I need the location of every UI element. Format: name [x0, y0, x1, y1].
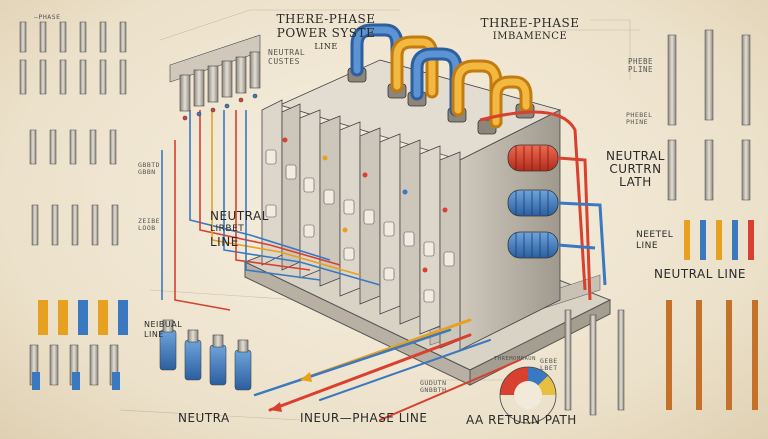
left-wires: [161, 110, 381, 311]
label-left-note-1-l1: GBBTD: [138, 161, 161, 169]
label-phase-top-left: —PHASE: [34, 13, 61, 21]
label-right-note-l1: PHEBEL: [626, 111, 653, 119]
return-lines: [253, 318, 521, 421]
label-neutral-custes-l1: NEUTRAL: [268, 48, 306, 57]
label-neibual-l1: NEIBUAL: [144, 320, 183, 329]
label-ineur-phase-line: INEUR—PHASE LINE: [300, 411, 428, 425]
label-neutral-current-l1: NEUTRAL: [606, 149, 665, 163]
insulator-rack-top: [169, 34, 261, 121]
right-insulators: [564, 29, 758, 416]
label-return-path: AA RETURN PATH: [466, 413, 577, 427]
label-meter-caption: THREMOMBAUN: [494, 356, 536, 362]
label-imbalance-l2: IMBAMENCE: [492, 31, 568, 42]
insulator-row-bottom: [159, 319, 252, 391]
label-gebe-l1: GEBE: [540, 357, 558, 365]
label-gebe: GEBE LBET: [540, 358, 558, 372]
label-guduth-l2: GNBBTH: [420, 386, 447, 394]
label-imbalance: THREE-PHASE IMBAMENCE: [470, 16, 590, 44]
pie-meter-icon: [499, 366, 557, 424]
label-left-note-1-l2: GBBN: [138, 168, 156, 176]
label-neibual-l2: LINE: [144, 330, 164, 339]
label-left-note-2-l2: LOOB: [138, 224, 156, 232]
label-neibual: NEIBUAL LINE: [144, 320, 182, 340]
label-guduth: GUDUTN GNBBTH: [420, 380, 446, 394]
label-neutral-current: NEUTRAL CURTRN LATH: [606, 150, 665, 189]
label-right-note-l2: PHINE: [626, 118, 649, 126]
label-neutra-bottom: NEUTRA: [178, 411, 230, 425]
label-neutral-current-l3: LATH: [619, 175, 652, 189]
switchgear-block: [261, 59, 562, 351]
label-neutral-custes-l2: CUSTES: [268, 57, 300, 66]
left-insulator-grid: [19, 21, 128, 390]
label-neetel-l1: NEETEL: [636, 230, 674, 240]
label-phebe-l1: PHEBE: [628, 57, 654, 66]
label-neetel-l2: LINE: [636, 241, 659, 251]
label-power-system-l3: LINE: [314, 42, 338, 51]
label-neutral-line-right: NEUTRAL LINE: [654, 267, 747, 281]
label-phebe-l2: PLINE: [628, 65, 654, 74]
label-gebe-l2: LBET: [540, 364, 558, 372]
label-guduth-l1: GUDUTN: [420, 379, 447, 387]
label-left-note-2: ZEIBE LOOB: [138, 218, 160, 232]
label-right-note: PHEBEL PHINE: [626, 112, 652, 126]
right-wires: [479, 110, 607, 301]
label-left-note-1: GBBTD GBBN: [138, 162, 160, 176]
label-neetel: NEETEL LINE: [636, 230, 673, 252]
label-neutral-lirbet-l1: NEUTRAL: [210, 209, 269, 223]
label-power-system: THERE-PHASE POWER SYSTE LINE: [276, 12, 376, 54]
label-neutral-lirbet-l3: LINE: [210, 235, 239, 249]
label-neutral-custes: NEUTRAL CUSTES: [268, 48, 305, 66]
label-left-note-2-l1: ZEIBE: [138, 217, 161, 225]
label-power-system-l2: POWER SYSTE: [276, 26, 376, 40]
label-neutral-current-l2: CURTRN: [609, 162, 662, 176]
side-coils: [507, 144, 559, 259]
label-phebe: PHEBE PLINE: [628, 58, 653, 74]
label-imbalance-l1: THREE-PHASE: [480, 16, 580, 30]
label-power-system-l1: THERE-PHASE: [276, 12, 376, 26]
label-neutral-lirbet-l2: LIRBET: [210, 224, 245, 234]
label-neutral-lirbet: NEUTRAL LIRBET LINE: [210, 210, 269, 249]
